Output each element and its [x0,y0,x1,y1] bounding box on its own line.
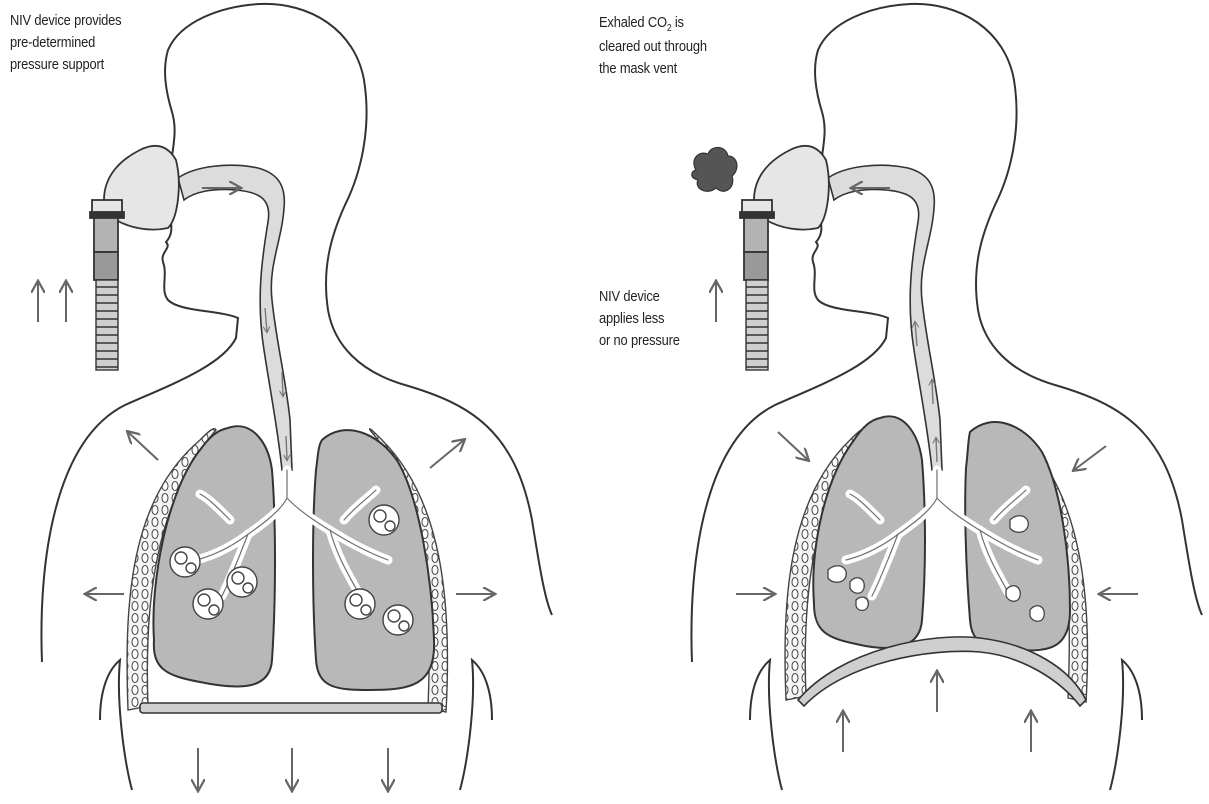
waist-left [750,660,782,790]
inhalation-panel [38,4,552,790]
niv-mask [90,146,179,370]
caption-line: pressure support [10,54,121,76]
expansion-arrow-upper-left [128,432,158,460]
caption-text: Exhaled CO [599,14,667,31]
airflow-arrow-trachea-3 [286,436,287,460]
exhaled-co2-puff [692,147,737,191]
exhaled-co2-caption: Exhaled CO2 is cleared out through the m… [599,12,707,80]
caption-line: Exhaled CO2 is [599,12,707,36]
niv-mask [740,146,829,370]
caption-text: is [671,14,683,31]
waist-right [460,660,492,790]
caption-subscript: 2 [667,23,672,34]
exhalation-panel [691,4,1202,790]
airflow-arrow-trachea-2 [932,380,933,404]
right-lung [313,430,434,690]
recoil-arrow-upper-left [778,432,808,460]
caption-line: the mask vent [599,58,707,80]
diaphragm-flat [140,703,442,713]
inhalation-caption: NIV device provides pre-determined press… [10,10,121,76]
caption-line: applies less [599,308,680,330]
caption-line: cleared out through [599,36,707,58]
caption-line: or no pressure [599,330,680,352]
reduced-pressure-caption: NIV device applies less or no pressure [599,286,680,352]
airflow-arrow-trachea-3 [936,438,937,462]
caption-line: pre-determined [10,32,121,54]
expansion-arrow-upper-right [430,440,464,468]
recoil-arrow-upper-right [1074,446,1106,470]
waist-right [1110,660,1142,790]
caption-line: NIV device [599,286,680,308]
airflow-arrow-trachea-2 [282,372,283,396]
caption-line: NIV device provides [10,10,121,32]
